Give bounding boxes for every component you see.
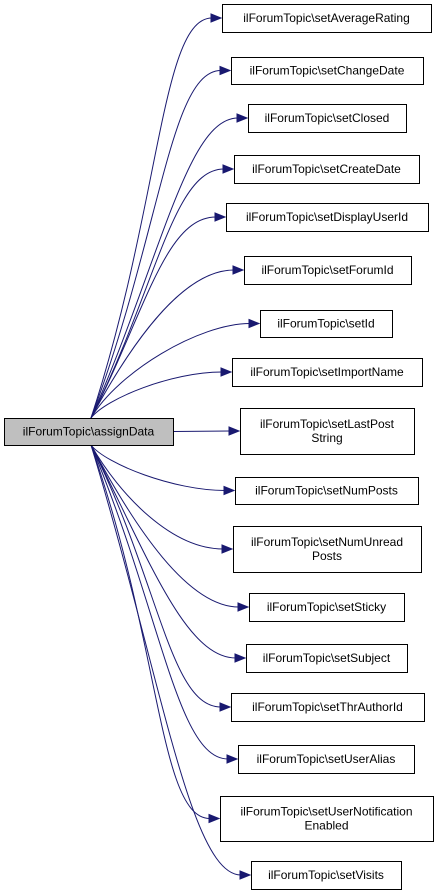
edge-to-set-last-post-string [173,430,231,432]
edge-to-set-user-alias [90,444,229,760]
arrowhead [228,426,241,436]
node-set-user-alias-box [238,745,415,774]
arrowhead [210,13,223,23]
node-set-id[interactable]: ilForumTopic\setId [260,310,393,338]
arrowhead [236,113,249,123]
node-set-thr-author-id-label: ilForumTopic\setThrAuthorId [252,700,403,714]
node-set-closed[interactable]: ilForumTopic\setClosed [248,104,407,133]
node-set-id-label: ilForumTopic\setId [277,317,374,331]
node-set-change-date-label: ilForumTopic\setChangeDate [250,64,405,78]
arrowhead [234,653,247,663]
edge-to-set-average-rating [90,17,213,419]
node-set-num-posts-label: ilForumTopic\setNumPosts [255,484,398,498]
node-set-visits-label: ilForumTopic\setVisits [268,868,384,882]
arrowhead [221,544,234,554]
node-set-import-name[interactable]: ilForumTopic\setImportName [232,358,423,387]
edge-to-set-import-name [90,371,223,419]
node-set-last-post-string-label: ilForumTopic\setLastPost [260,417,395,431]
edge-to-set-create-date [90,168,225,419]
arrowhead [220,367,233,377]
node-set-average-rating-label: ilForumTopic\setAverageRating [243,11,410,25]
graph-nodes: ilForumTopic\assignData ilForumTopic\setA… [4,4,434,890]
node-assign-data[interactable]: ilForumTopic\assignData [4,418,174,446]
node-set-average-rating[interactable]: ilForumTopic\setAverageRating [222,4,432,33]
node-set-display-user-id-label: ilForumTopic\setDisplayUserId [246,210,408,224]
node-set-sticky[interactable]: ilForumTopic\setSticky [249,593,405,622]
node-set-forum-id-label: ilForumTopic\setForumId [261,263,393,277]
call-edges [90,13,261,880]
node-set-change-date[interactable]: ilForumTopic\setChangeDate [231,57,424,85]
node-set-num-posts-box [235,477,419,505]
node-set-import-name-label: ilForumTopic\setImportName [250,365,404,379]
node-set-forum-id-box [244,256,412,285]
edge-to-set-num-unread-posts [90,444,224,550]
edge-to-set-num-posts [90,444,226,491]
node-set-thr-author-id-box [231,693,425,722]
arrowhead [219,65,232,76]
node-set-id-box [260,310,393,338]
node-set-create-date[interactable]: ilForumTopic\setCreateDate [234,155,420,184]
edge-to-set-thr-author-id [90,444,222,708]
node-assign-data-box [4,418,174,446]
arrowhead [232,265,245,275]
node-set-create-date-label: ilForumTopic\setCreateDate [252,162,401,176]
node-set-subject[interactable]: ilForumTopic\setSubject [246,644,408,673]
node-set-subject-label: ilForumTopic\setSubject [263,651,391,665]
arrowhead [219,702,232,712]
node-set-visits[interactable]: ilForumTopic\setVisits [251,861,402,890]
edge-to-set-forum-id [90,269,235,419]
node-set-num-unread-posts-box [233,526,422,573]
arrowhead [226,754,239,764]
node-set-import-name-box [232,358,423,387]
arrowhead [239,870,252,880]
edge-to-set-visits [90,444,242,876]
node-set-closed-label: ilForumTopic\setClosed [265,111,390,125]
edge-to-set-change-date [90,70,222,419]
node-set-user-notification-enabled-box [220,796,434,842]
node-set-visits-box [251,861,402,890]
node-set-display-user-id-box [226,203,429,232]
edge-to-set-closed [90,117,239,419]
node-set-num-posts[interactable]: ilForumTopic\setNumPosts [235,477,419,505]
edge-to-set-display-user-id [90,216,217,419]
node-set-thr-author-id[interactable]: ilForumTopic\setThrAuthorId [231,693,425,722]
node-set-sticky-box [249,593,405,622]
arrowhead [208,813,221,824]
edge-to-set-subject [90,444,237,659]
node-set-display-user-id[interactable]: ilForumTopic\setDisplayUserId [226,203,429,232]
edge-to-set-user-notification-enabled [90,444,211,819]
node-set-user-notification-enabled-label: Enabled [304,819,348,833]
node-set-create-date-box [234,155,420,184]
node-set-change-date-box [231,57,424,85]
arrowhead [237,602,250,612]
node-set-forum-id[interactable]: ilForumTopic\setForumId [244,256,412,285]
edge-to-set-sticky [90,444,240,608]
node-set-user-notification-enabled-label: ilForumTopic\setUserNotification [240,805,412,819]
arrowhead [214,212,227,222]
node-set-num-unread-posts-label: ilForumTopic\setNumUnread [251,535,403,549]
node-set-last-post-string-label: String [311,431,342,445]
node-set-average-rating-box [222,4,432,33]
arrowhead [248,318,261,329]
node-set-user-alias[interactable]: ilForumTopic\setUserAlias [238,745,415,774]
node-assign-data-label: ilForumTopic\assignData [23,425,155,439]
node-set-closed-box [248,104,407,133]
node-set-num-unread-posts-label: Posts [312,549,342,563]
arrowhead [222,164,235,174]
node-set-last-post-string-box [240,408,415,455]
node-set-subject-box [246,644,408,673]
node-set-user-alias-label: ilForumTopic\setUserAlias [257,752,396,766]
edge-to-set-id [90,323,251,419]
node-set-sticky-label: ilForumTopic\setSticky [267,600,386,614]
arrowhead [223,485,236,496]
